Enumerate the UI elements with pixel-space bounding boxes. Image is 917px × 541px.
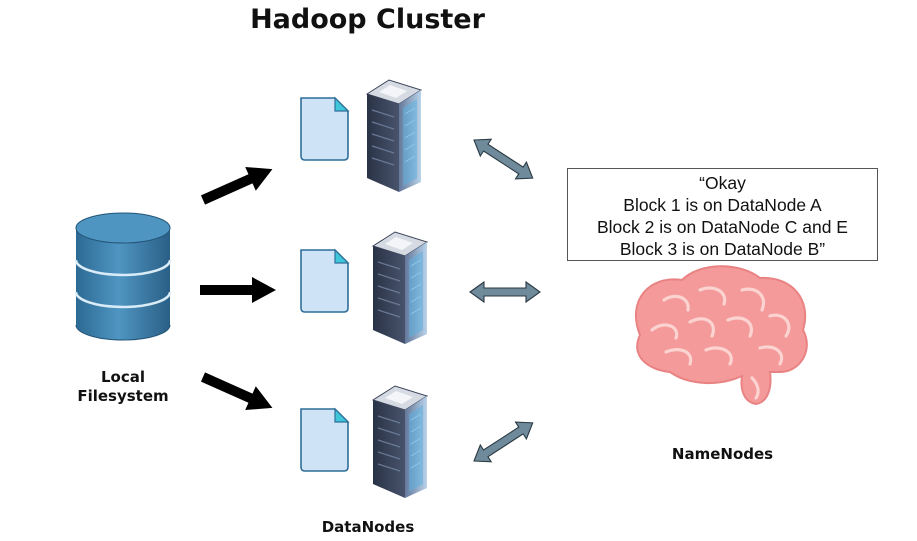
message-line: Block 1 is on DataNode A: [623, 195, 822, 215]
datanodes-label: DataNodes: [321, 518, 415, 536]
black-arrow-icon: [200, 277, 276, 303]
local-label-line: Filesystem: [77, 387, 169, 405]
double-headed-arrow-icon: [468, 131, 539, 188]
namenodes-label: NameNodes: [671, 445, 774, 463]
namenode-message-box: “Okay Block 1 is on DataNode A Block 2 i…: [567, 168, 878, 261]
document-icon: [300, 97, 349, 161]
server-rack-icon: [372, 385, 428, 499]
server-rack-icon: [372, 231, 428, 345]
database-cylinder-icon: [74, 212, 172, 341]
double-headed-arrow-icon: [469, 281, 541, 303]
black-arrow-icon: [197, 157, 278, 212]
diagram-title: Hadoop Cluster: [250, 4, 485, 35]
message-line: “Okay: [699, 173, 746, 193]
server-rack-icon: [366, 79, 422, 193]
black-arrow-icon: [197, 365, 278, 420]
brain-icon: [634, 265, 808, 406]
document-icon: [300, 408, 349, 472]
document-icon: [300, 249, 349, 313]
message-line: Block 3 is on DataNode B”: [619, 239, 826, 259]
local-filesystem-label: Local Filesystem: [58, 368, 188, 406]
double-headed-arrow-icon: [468, 413, 539, 470]
local-label-line: Local: [100, 368, 146, 386]
message-line: Block 2 is on DataNode C and E: [597, 217, 848, 237]
